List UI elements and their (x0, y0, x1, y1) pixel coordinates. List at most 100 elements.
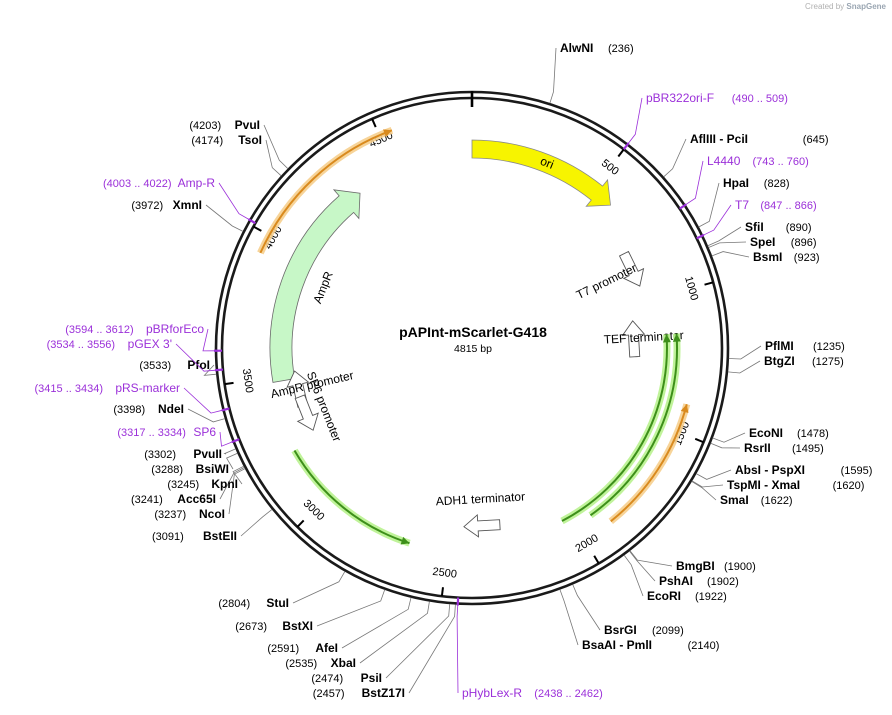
site-name: Amp-R (178, 176, 216, 190)
credit-prefix: Created by (805, 2, 845, 11)
leader-line (691, 480, 724, 488)
site-name: pGEX 3' (128, 337, 172, 351)
site-name: BstZ17I (362, 686, 405, 700)
site-name: Acc65I (177, 492, 216, 506)
site-name: EcoNI (749, 426, 783, 440)
site-position: (1235) (813, 341, 845, 353)
snapgene-brand: SnapGene (846, 2, 886, 11)
leader-line (203, 364, 217, 376)
site-position: (1275) (812, 356, 844, 368)
site-position: (896) (791, 237, 817, 249)
site-name: BsrGI (604, 623, 637, 637)
leader-line (183, 387, 223, 414)
site-name: XbaI (331, 656, 356, 670)
leader-line (263, 124, 289, 169)
leader-line (707, 226, 742, 247)
site-name: SfiI (745, 220, 764, 234)
primer-mark (214, 368, 224, 372)
leader-line (292, 571, 346, 604)
site-name: HpaI (723, 176, 749, 190)
site-position: (828) (764, 178, 790, 190)
plasmid-name: pAPInt-mScarlet-G418 (399, 324, 547, 340)
ori-label: ori (538, 154, 556, 172)
leader-line (559, 589, 579, 646)
site-position: (847 .. 866) (760, 200, 816, 212)
primer-mark (696, 233, 705, 240)
tick-label: 2500 (432, 566, 458, 581)
site-position: (2535) (285, 658, 317, 670)
leader-line (265, 139, 282, 177)
g418-orange-line (608, 403, 691, 525)
leader-line (728, 345, 762, 360)
site-name: XmnI (173, 198, 202, 212)
site-position: (3288) (151, 464, 183, 476)
site-name: BsiWI (196, 462, 229, 476)
site-position: (890) (786, 222, 812, 234)
site-name: KpnI (211, 477, 238, 491)
leader-line (202, 328, 216, 352)
site-name: AflIII - PciI (690, 132, 748, 146)
site-position: (645) (803, 134, 829, 146)
site-position: (2140) (688, 640, 720, 652)
site-position: (1900) (724, 561, 756, 573)
leader-line (663, 138, 687, 178)
leader-line (456, 604, 459, 694)
site-position: (3302) (144, 449, 176, 461)
site-position: (1902) (707, 576, 739, 588)
snapgene-credit: Created by SnapGene (805, 2, 886, 11)
site-position: (1478) (797, 428, 829, 440)
leader-line (572, 584, 601, 631)
site-position: (2591) (267, 643, 299, 655)
leader-line (175, 343, 217, 372)
site-position: (3534 .. 3556) (47, 339, 116, 351)
site-name: BmgBI (676, 559, 715, 573)
leader-line (629, 550, 656, 582)
tick-mark (617, 148, 625, 158)
site-name: SmaI (720, 493, 749, 507)
site-position: (3972) (131, 200, 163, 212)
site-labels: AlwNI(236)pBR322ori-F(490 .. 509)AflIII … (35, 41, 873, 700)
tick-label: 3000 (301, 498, 327, 524)
tick-label: 2000 (573, 532, 600, 555)
site-name: SP6 (193, 425, 216, 439)
leader-line (710, 442, 741, 449)
site-name: pHybLex-R (462, 686, 522, 700)
t7-promoter-arrow (618, 250, 645, 287)
site-name: BsaAI - PmlI (582, 638, 652, 652)
site-position: (3091) (152, 531, 184, 543)
tick-mark (440, 587, 444, 597)
site-position: (3237) (154, 509, 186, 521)
leader-line (341, 597, 412, 649)
site-name: AlwNI (560, 41, 593, 55)
adh1-terminator-arrow (463, 513, 501, 538)
site-position: (490 .. 509) (732, 93, 788, 105)
site-position: (1622) (761, 495, 793, 507)
site-name: AfeI (315, 641, 338, 655)
leader-line (232, 465, 244, 485)
site-name: BstXI (282, 619, 313, 633)
tef-terminator-arrow (621, 320, 646, 358)
tick-label: 1000 (682, 275, 700, 302)
site-position: (2438 .. 2462) (534, 688, 603, 700)
leader-line (226, 452, 238, 470)
site-name: pBR322ori-F (646, 91, 714, 105)
tick-mark (252, 225, 262, 232)
leader-line (223, 448, 236, 455)
leader-line (549, 47, 557, 104)
site-name: BtgZI (764, 354, 795, 368)
leader-line (685, 160, 704, 206)
leader-line (385, 603, 451, 679)
leader-line (359, 601, 430, 664)
leader-line (702, 204, 732, 236)
tick-label: 3500 (240, 368, 255, 394)
site-position: (1495) (792, 443, 824, 455)
tick-mark (694, 437, 704, 444)
leader-line (205, 204, 244, 232)
primer-mark (221, 407, 230, 412)
tick-mark (371, 118, 377, 128)
site-position: (1595) (841, 465, 873, 477)
backbone-ring (214, 90, 730, 606)
primer-mark (679, 203, 687, 210)
ori-arrow (471, 139, 611, 207)
